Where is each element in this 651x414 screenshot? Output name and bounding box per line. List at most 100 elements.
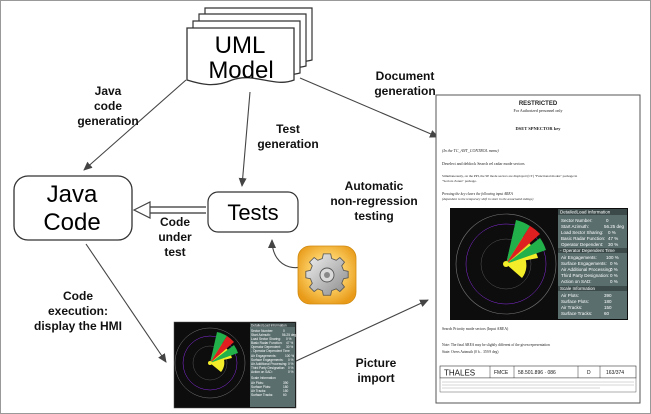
svg-text:56.25 deg: 56.25 deg <box>604 224 625 229</box>
svg-text:testing: testing <box>354 209 393 223</box>
doc-note2: State: Overs Azimuth (0 h .. 359.9 deg) <box>442 350 499 354</box>
svg-text:Surface Engagements:: Surface Engagements: <box>561 261 607 266</box>
doc-footer-logo: THALES <box>444 369 475 378</box>
uml-model-node: UML Model <box>186 7 313 86</box>
svg-text:generation: generation <box>257 137 318 151</box>
svg-text:0 %: 0 % <box>610 267 618 272</box>
uml-label-line1: UML <box>215 32 266 59</box>
svg-text:Automatic: Automatic <box>345 179 404 193</box>
label-code-under-test: Code under test <box>158 215 192 259</box>
svg-text:Air Tracks:: Air Tracks: <box>561 305 582 310</box>
svg-text:Test: Test <box>276 122 300 136</box>
svg-text:Basic Radar Function:: Basic Radar Function: <box>251 341 282 345</box>
arrow-java-generation <box>83 79 187 171</box>
svg-text:60: 60 <box>283 393 287 397</box>
svg-text:generation: generation <box>374 84 435 98</box>
doc-footer-code: FMCE <box>494 370 509 376</box>
svg-text:Air Engagements:: Air Engagements: <box>561 255 597 260</box>
svg-text:display the HMI: display the HMI <box>34 319 122 333</box>
svg-text:Third Party Designation:: Third Party Designation: <box>561 273 609 278</box>
java-label-line2: Code <box>43 209 100 236</box>
svg-text:Surface Tracks:: Surface Tracks: <box>561 311 592 316</box>
doc-line6: (dependent to the temporary shift in sto… <box>442 197 534 201</box>
svg-text:30 %: 30 % <box>286 345 293 349</box>
svg-text:Surface Tracks:: Surface Tracks: <box>251 393 273 397</box>
svg-text:Air Plots:: Air Plots: <box>251 381 264 385</box>
label-code-execution: Code execution: display the HMI <box>34 289 122 333</box>
svg-text:Scale Information: Scale Information <box>251 376 276 380</box>
svg-text:Surface Plots:: Surface Plots: <box>251 385 271 389</box>
doc-footer-page: 163/374 <box>606 370 624 376</box>
doc-line1: (In the TC_ANT_CONTROL menu) <box>442 148 499 153</box>
doc-footer: THALES FMCE 58.501.896 · 086 D 163/374 <box>439 365 637 393</box>
svg-text:generation: generation <box>77 114 138 128</box>
svg-text:0 %: 0 % <box>610 261 618 266</box>
svg-text:DetailedLoad Information: DetailedLoad Information <box>560 210 611 215</box>
svg-text:56.25 deg: 56.25 deg <box>282 333 296 337</box>
label-document-generation: Document generation <box>374 69 435 98</box>
svg-text:0: 0 <box>606 218 609 223</box>
svg-text:Surface Plots:: Surface Plots: <box>561 299 589 304</box>
label-automatic-non-regression-testing: Automatic non-regression testing <box>330 179 417 223</box>
svg-text:Air Additional Processing:: Air Additional Processing: <box>561 267 612 272</box>
svg-text:code: code <box>94 99 122 113</box>
svg-text:150: 150 <box>604 305 612 310</box>
svg-text:100 %: 100 % <box>606 255 619 260</box>
svg-text:30 %: 30 % <box>608 242 618 247</box>
svg-text:Load Sector Sharing:: Load Sector Sharing: <box>561 230 603 235</box>
svg-text:under: under <box>158 230 192 244</box>
svg-text:DetailedLoad Information: DetailedLoad Information <box>251 324 287 328</box>
doc-line5: Pressing the key clears the following in… <box>441 192 514 196</box>
svg-text:Java: Java <box>95 84 122 98</box>
svg-text:- Operator Dependent Time: - Operator Dependent Time <box>560 248 615 253</box>
svg-text:0 %: 0 % <box>286 337 292 341</box>
java-label-line1: Java <box>47 181 98 208</box>
arrow-picture-import <box>293 299 429 363</box>
uml-label-line2: Model <box>208 57 273 84</box>
svg-text:Air Tracks:: Air Tracks: <box>251 389 266 393</box>
svg-text:0 %: 0 % <box>288 358 294 362</box>
svg-text:180: 180 <box>604 299 612 304</box>
hmi-screenshot: DetailedLoad Information Sector Number: 0… <box>173 321 296 409</box>
svg-text:0 %: 0 % <box>288 370 294 374</box>
svg-text:0 %: 0 % <box>608 230 616 235</box>
svg-text:Operator Dependent:: Operator Dependent: <box>251 345 281 349</box>
svg-text:Action on SAD:: Action on SAD: <box>251 370 273 374</box>
doc-caption: Search Priority mode sectors (Input AREA… <box>442 327 509 331</box>
label-test-generation: Test generation <box>257 122 318 151</box>
generated-document: RESTRICTED For Authorized personnel only… <box>435 94 641 404</box>
doc-line2: Deselect and deblock Search rel radar mo… <box>442 161 525 166</box>
svg-text:Third Party Designation:: Third Party Designation: <box>251 366 285 370</box>
doc-footer-rev: D <box>587 370 591 376</box>
svg-text:0 %: 0 % <box>288 362 294 366</box>
doc-section-title: DSET SPNECTOR key <box>515 126 561 131</box>
tests-label: Tests <box>227 200 278 225</box>
svg-text:0 %: 0 % <box>288 366 294 370</box>
doc-note1: Note: The final AREA may be slightly dif… <box>442 343 550 347</box>
svg-text:Action on SAD:: Action on SAD: <box>561 279 592 284</box>
doc-header: RESTRICTED <box>519 101 558 107</box>
arrow-test-generation <box>238 91 251 187</box>
svg-text:Picture: Picture <box>356 356 397 370</box>
doc-line3: Simultaneously, on the PPI, the SP mode … <box>442 174 578 179</box>
doc-footer-ref: 58.501.896 · 086 <box>518 370 556 376</box>
label-java-code-generation: Java code generation <box>77 84 138 128</box>
arrow-code-under-test <box>132 201 206 219</box>
svg-text:0 %: 0 % <box>610 279 618 284</box>
svg-text:Document: Document <box>376 69 435 83</box>
svg-text:150: 150 <box>283 389 289 393</box>
svg-text:Basic Radar Function:: Basic Radar Function: <box>561 236 605 241</box>
svg-text:0: 0 <box>283 329 285 333</box>
doc-hmi-screenshot: DetailedLoad Information Sector Number:0… <box>450 208 628 320</box>
svg-text:Load Sector Sharing:: Load Sector Sharing: <box>251 337 281 341</box>
svg-text:test: test <box>164 245 185 259</box>
arrow-code-execution <box>85 243 167 363</box>
svg-text:Start Azimuth:: Start Azimuth: <box>561 224 589 229</box>
svg-text:390: 390 <box>604 293 612 298</box>
svg-text:execution:: execution: <box>48 304 108 318</box>
svg-text:import: import <box>357 371 394 385</box>
svg-text:Code: Code <box>63 289 93 303</box>
svg-text:Sector Number:: Sector Number: <box>251 329 273 333</box>
svg-text:60: 60 <box>604 311 610 316</box>
